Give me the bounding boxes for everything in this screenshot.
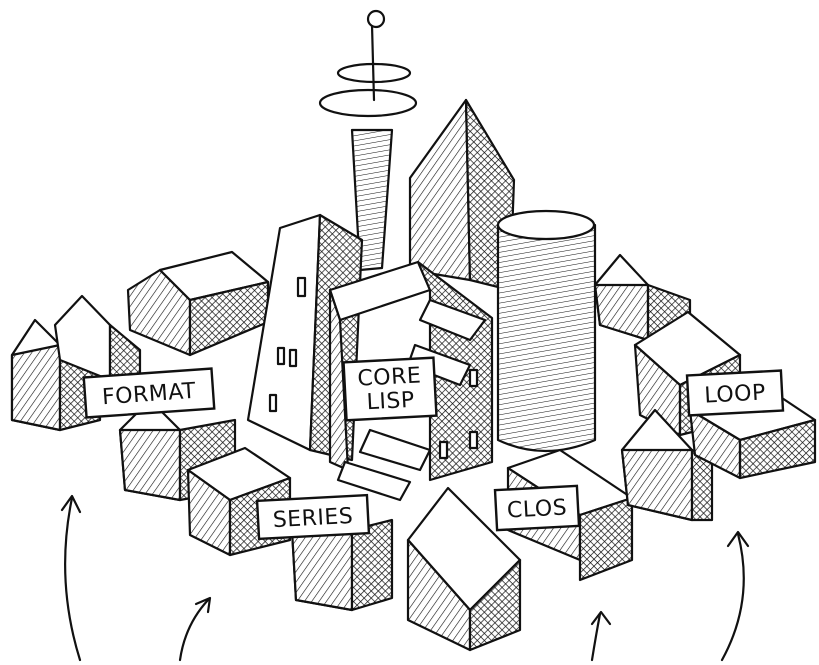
label-clos: CLOS [495, 486, 579, 530]
cylinder-tower [498, 211, 595, 451]
house-back-left [128, 252, 268, 355]
label-series-text: SERIES [272, 504, 354, 533]
label-series: SERIES [257, 495, 369, 539]
label-clos-text: CLOS [506, 495, 567, 523]
label-loop: LOOP [687, 371, 783, 416]
label-format: FORMAT [84, 369, 214, 418]
label-loop-text: LOOP [704, 380, 767, 408]
curved-arrow-left [62, 496, 80, 660]
label-core-lisp: CORE LISP [344, 358, 437, 421]
curved-arrow-center-right [592, 612, 610, 660]
curved-arrow-right [722, 532, 748, 660]
curved-arrow-center-left [180, 598, 210, 660]
label-lisp-text: LISP [366, 388, 415, 415]
